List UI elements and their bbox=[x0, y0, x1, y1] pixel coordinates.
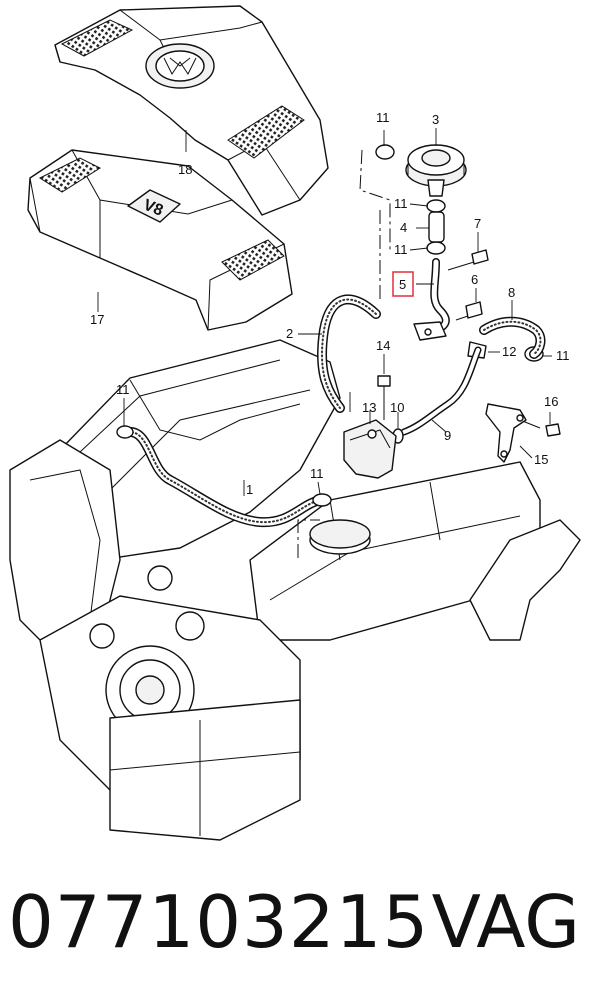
upper-engine-cover bbox=[54, 5, 329, 216]
callout-11-top: 11 bbox=[376, 110, 390, 125]
callout-8: 8 bbox=[508, 285, 515, 300]
callout-13: 13 bbox=[362, 400, 376, 415]
leader-lines bbox=[97, 128, 552, 496]
breather-pipe-9 bbox=[400, 346, 482, 436]
callout-10: 10 bbox=[390, 400, 404, 415]
callout-14: 14 bbox=[376, 338, 390, 353]
vw-logo-icon bbox=[145, 43, 215, 89]
callout-11-center: 11 bbox=[310, 466, 324, 481]
callout-11-left: 11 bbox=[116, 382, 130, 397]
bracket-15 bbox=[485, 403, 527, 463]
callout-labels: 1 2 3 4 5 6 7 8 9 10 11 11 11 11 11 11 1… bbox=[90, 110, 570, 497]
callout-17: 17 bbox=[90, 312, 104, 327]
callout-12: 12 bbox=[502, 344, 516, 359]
hose-clamp-icon bbox=[116, 144, 544, 507]
v8-badge-icon: V8 bbox=[127, 189, 181, 223]
breather-hose-2 bbox=[317, 294, 381, 413]
breather-hose-8 bbox=[479, 316, 546, 359]
callout-3: 3 bbox=[432, 112, 439, 127]
engine-block bbox=[9, 339, 581, 841]
callout-6: 6 bbox=[471, 272, 478, 287]
exploded-parts-diagram: V8 bbox=[9, 5, 581, 841]
callout-2: 2 bbox=[286, 326, 293, 341]
callout-15: 15 bbox=[534, 452, 548, 467]
callout-18: 18 bbox=[178, 162, 192, 177]
breather-hose-1 bbox=[123, 427, 325, 528]
callout-1: 1 bbox=[246, 482, 253, 497]
bolt-icon bbox=[377, 249, 561, 437]
callout-7: 7 bbox=[474, 216, 481, 231]
callout-4: 4 bbox=[400, 220, 407, 235]
brand-label: VAG bbox=[431, 880, 580, 964]
callout-5: 5 bbox=[399, 277, 406, 292]
part-number: 077103215 bbox=[8, 880, 430, 964]
oil-filler-cap-icon bbox=[309, 519, 371, 555]
callout-9: 9 bbox=[444, 428, 451, 443]
callout-16: 16 bbox=[544, 394, 558, 409]
callout-11-upper: 11 bbox=[394, 196, 408, 211]
breather-pipe-5 bbox=[413, 258, 450, 341]
valve-13 bbox=[343, 419, 397, 479]
callout-11-mid: 11 bbox=[394, 242, 408, 257]
callout-11-right: 11 bbox=[556, 348, 570, 363]
lower-engine-cover: V8 bbox=[27, 149, 293, 331]
callout-5-highlight-box bbox=[392, 271, 414, 297]
oil-separator bbox=[405, 144, 467, 197]
short-hose-4 bbox=[428, 211, 445, 243]
footer: 077103215 VAG bbox=[0, 872, 600, 972]
v8-badge-text: V8 bbox=[141, 197, 166, 220]
